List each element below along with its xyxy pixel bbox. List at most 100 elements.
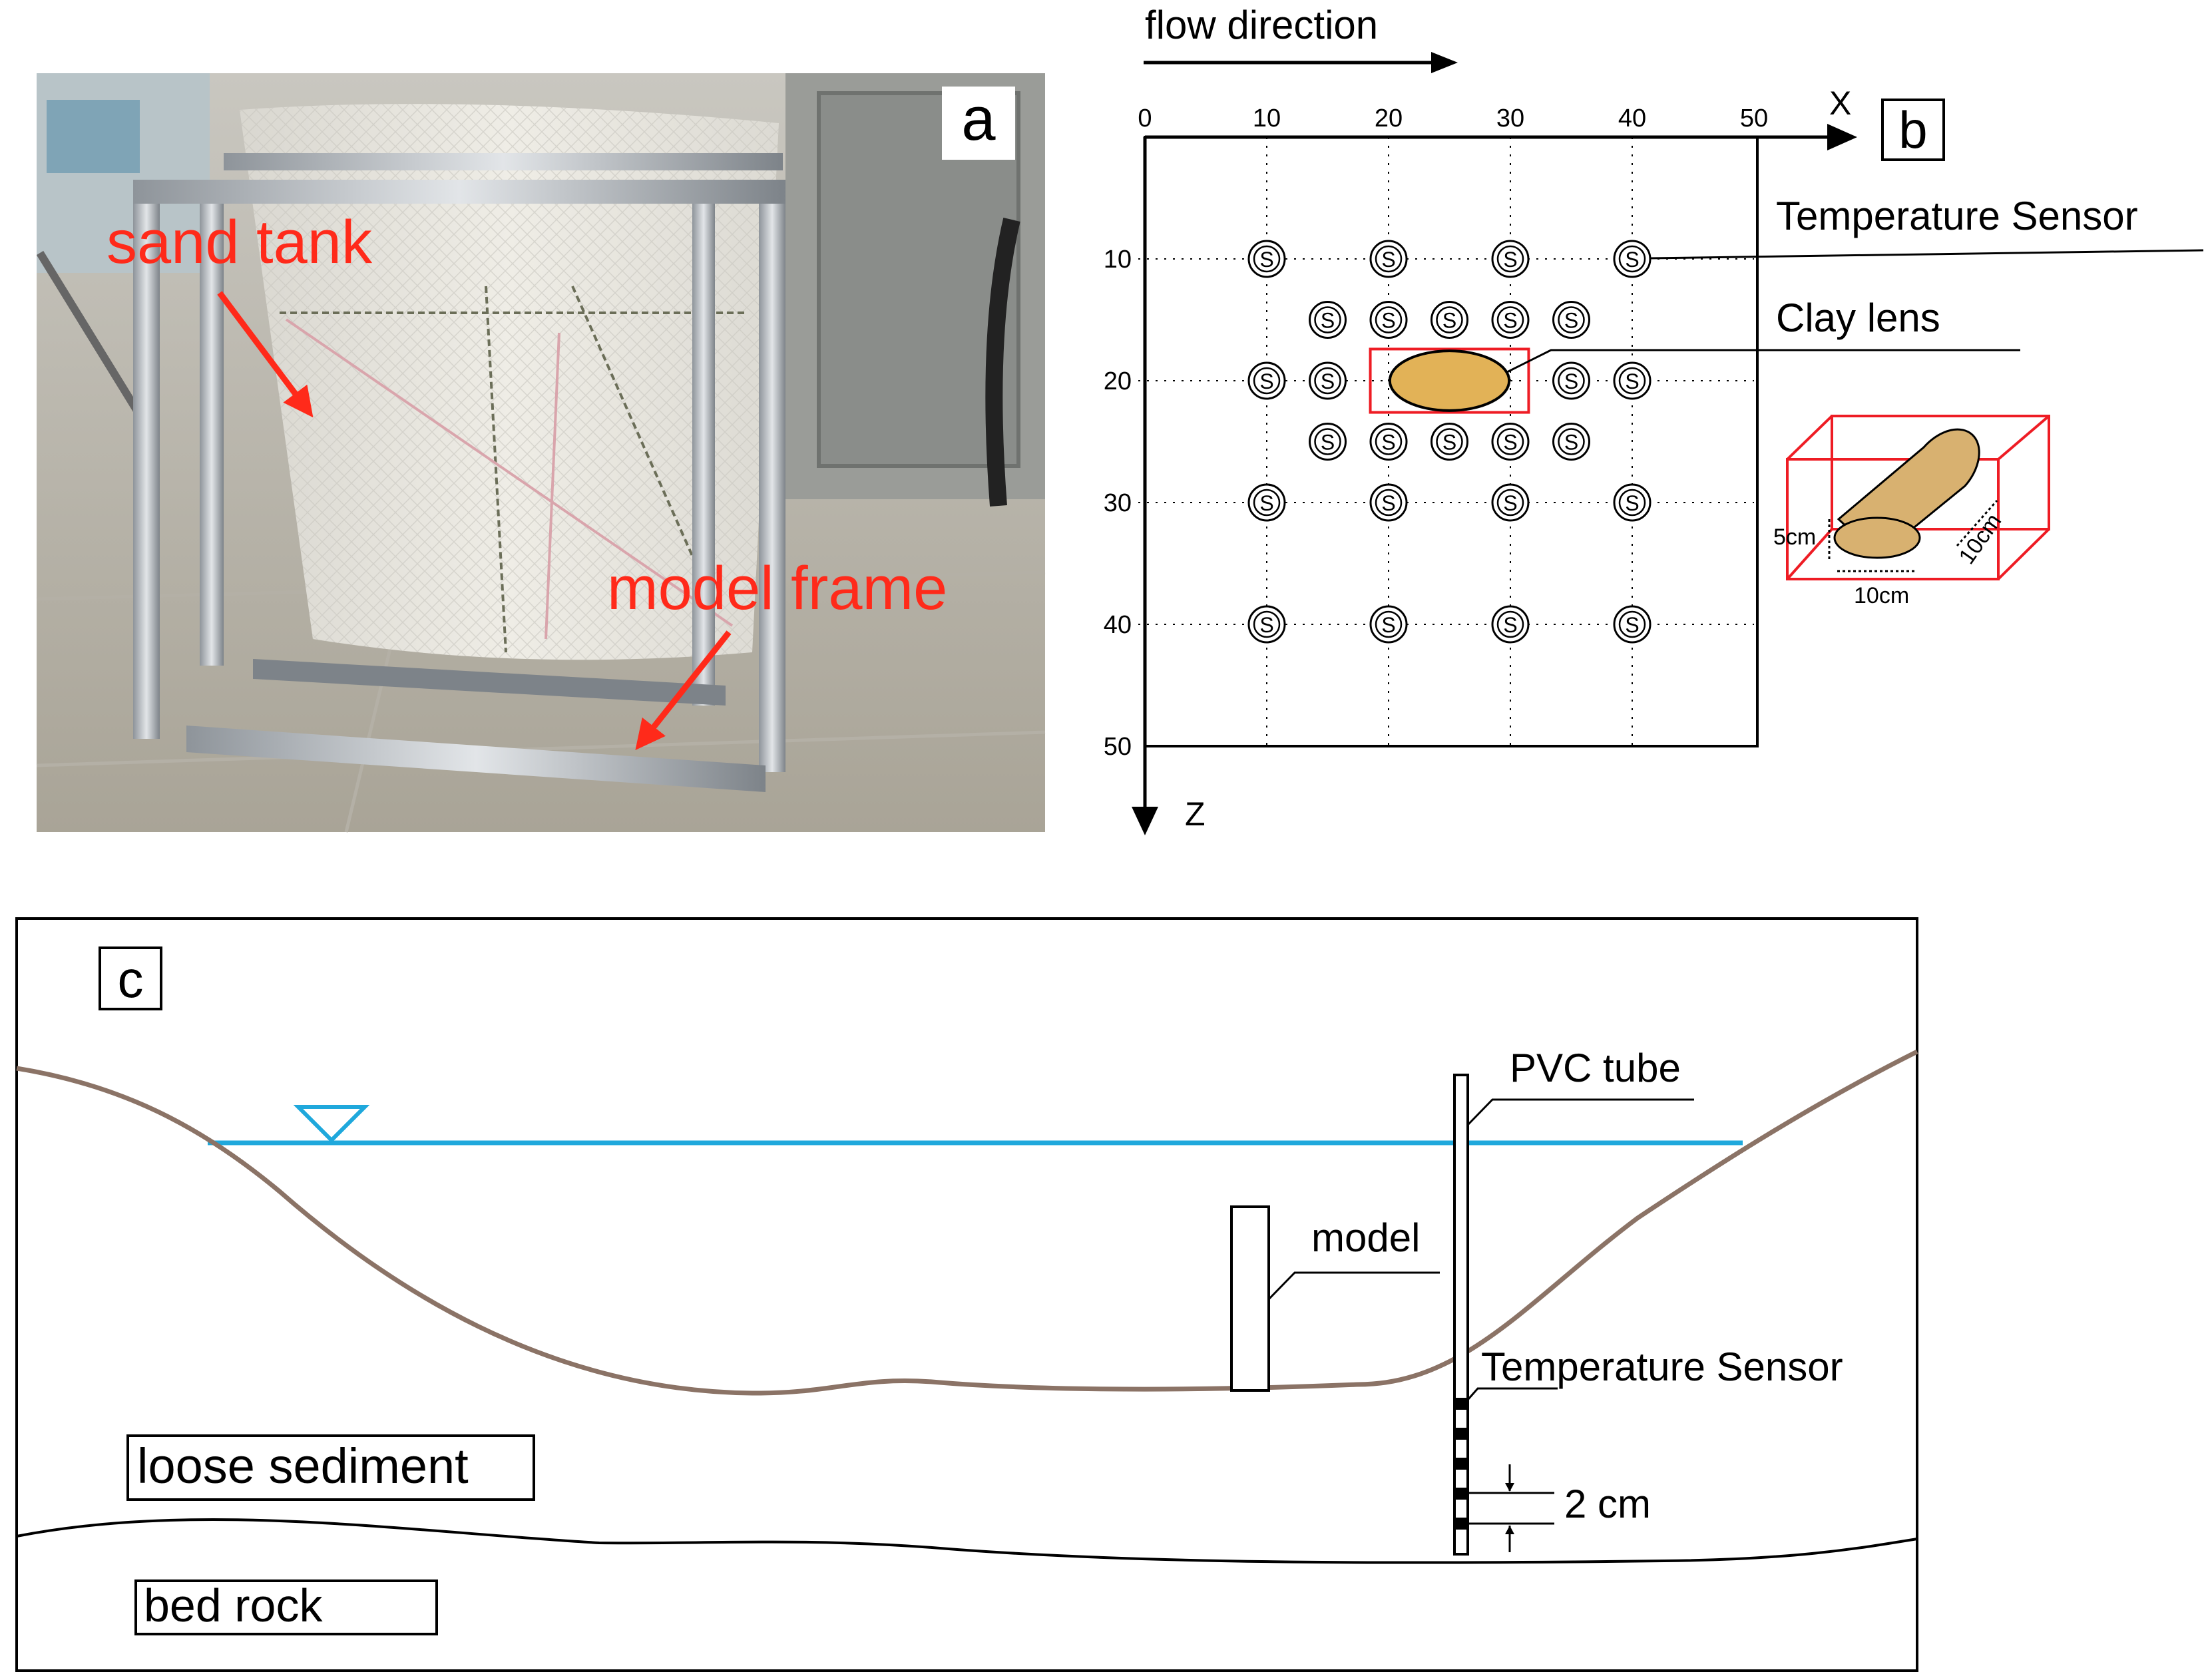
temperature-sensor: S (1309, 423, 1347, 461)
svg-text:S: S (1259, 248, 1273, 272)
clay-lens-3d-inset: 5cm 10cm 10cm (1773, 415, 2050, 608)
clay-lens-box (1369, 347, 1530, 414)
svg-text:S: S (1321, 431, 1335, 455)
cube-edges (1786, 415, 2050, 580)
spacing-arrowheads (1505, 1483, 1514, 1534)
temperature-sensor: S (1247, 483, 1286, 522)
model-leader (1267, 1271, 1440, 1301)
temperature-sensor: S (1613, 240, 1652, 278)
annotation-model-frame: model frame (607, 554, 947, 622)
panel-c-border (15, 917, 1918, 1672)
water-level-symbol (293, 1105, 370, 1144)
svg-text:S: S (1381, 431, 1395, 455)
spacing-label: 2 cm (1564, 1482, 1651, 1526)
temperature-sensor: S (1491, 483, 1530, 522)
svg-text:S: S (1503, 309, 1517, 333)
svg-text:S: S (1321, 369, 1335, 393)
model-box (1230, 1205, 1270, 1392)
svg-text:S: S (1503, 491, 1517, 515)
x-tick-label: 20 (1375, 105, 1403, 132)
svg-text:S: S (1503, 613, 1517, 637)
bedrock-boundary (16, 1518, 1918, 1564)
temperature-sensor: S (1369, 605, 1408, 644)
temperature-sensor: S (1247, 361, 1286, 400)
temperature-sensor: S (1552, 301, 1590, 339)
x-tick-label: 40 (1618, 105, 1646, 132)
bedrock-label: bed rock (144, 1579, 323, 1631)
x-axis-arrowhead (1827, 124, 1857, 150)
svg-text:S: S (1259, 369, 1273, 393)
sediment-label-box (126, 1434, 535, 1501)
svg-text:S: S (1442, 309, 1456, 333)
panel-b-label-box (1881, 99, 1945, 161)
z-axis-arrowhead (1132, 807, 1158, 835)
riverbed (16, 1049, 1918, 1396)
temperature-sensor: S (1491, 605, 1530, 644)
temperature-sensor: S (1613, 483, 1652, 522)
dim-depth-line (1956, 500, 1998, 546)
pvc-tube-label: PVC tube (1510, 1046, 1681, 1090)
panel-c-label: c (118, 950, 144, 1008)
temperature-sensor: S (1431, 301, 1468, 339)
annotation-sand-tank: sand tank (107, 208, 373, 276)
temperature-sensor: S (1247, 605, 1286, 644)
temperature-sensor: S (1369, 240, 1408, 278)
dim-width-label: 10cm (1854, 583, 1909, 608)
sediment-label: loose sediment (137, 1438, 469, 1494)
pvc-leader (1466, 1098, 1694, 1126)
z-axis-label: Z (1185, 795, 1206, 833)
clay-leader-line (1505, 349, 2020, 374)
temperature-sensor: S (1613, 605, 1652, 644)
pvc-tube (1453, 1074, 1469, 1556)
svg-text:S: S (1625, 491, 1639, 515)
svg-text:S: S (1321, 309, 1335, 333)
mesh-texture (240, 104, 779, 660)
temperature-sensor: S (1247, 240, 1286, 278)
temperature-sensor: S (1369, 483, 1408, 522)
temperature-sensor: S (1552, 423, 1590, 461)
cable (985, 218, 1020, 507)
arrow-sand-tank (217, 291, 314, 418)
temperature-sensor-label: Temperature Sensor (1776, 194, 2138, 238)
svg-text:S: S (1381, 309, 1395, 333)
temperature-sensor: S (1491, 301, 1530, 339)
svg-text:S: S (1503, 431, 1517, 455)
panel-a: sand tank model frame a (36, 73, 1046, 833)
svg-text:S: S (1625, 248, 1639, 272)
x-tick-label: 10 (1253, 105, 1281, 132)
mesh-seam-pink (285, 318, 734, 640)
svg-text:S: S (1564, 431, 1578, 455)
x-tick-label: 50 (1740, 105, 1768, 132)
box-left (47, 100, 140, 173)
temperature-sensor: S (1369, 423, 1408, 461)
x-axis-label: X (1829, 85, 1851, 122)
z-tick-label: 20 (1104, 367, 1132, 395)
flow-direction-arrowhead (1431, 52, 1458, 73)
temperature-sensor: S (1431, 423, 1468, 461)
tube-sensors (1454, 1398, 1468, 1530)
temperature-sensor: S (1491, 240, 1530, 278)
flow-direction-label: flow direction (1145, 3, 1378, 47)
x-tick-label: 0 (1138, 105, 1152, 132)
svg-text:S: S (1625, 613, 1639, 637)
z-tick-label: 30 (1104, 489, 1132, 517)
z-tick-label: 10 (1104, 246, 1132, 274)
tripod-leg (36, 250, 150, 429)
svg-text:S: S (1259, 613, 1273, 637)
svg-text:S: S (1381, 491, 1395, 515)
x-tick-label: 30 (1496, 105, 1524, 132)
svg-text:S: S (1259, 491, 1273, 515)
temperature-sensor: S (1369, 301, 1408, 339)
bedrock-label-box (134, 1579, 438, 1635)
z-tick-label: 40 (1104, 611, 1132, 639)
svg-text:S: S (1381, 613, 1395, 637)
panel-a-label-box (942, 87, 1015, 160)
sensor-leader-line (1649, 249, 2204, 260)
dim-height-label: 5cm (1773, 525, 1816, 550)
model-frame-structure (133, 153, 785, 792)
panel-c: c model PVC tube Temperature Sensor 2 cm (15, 917, 1918, 1672)
